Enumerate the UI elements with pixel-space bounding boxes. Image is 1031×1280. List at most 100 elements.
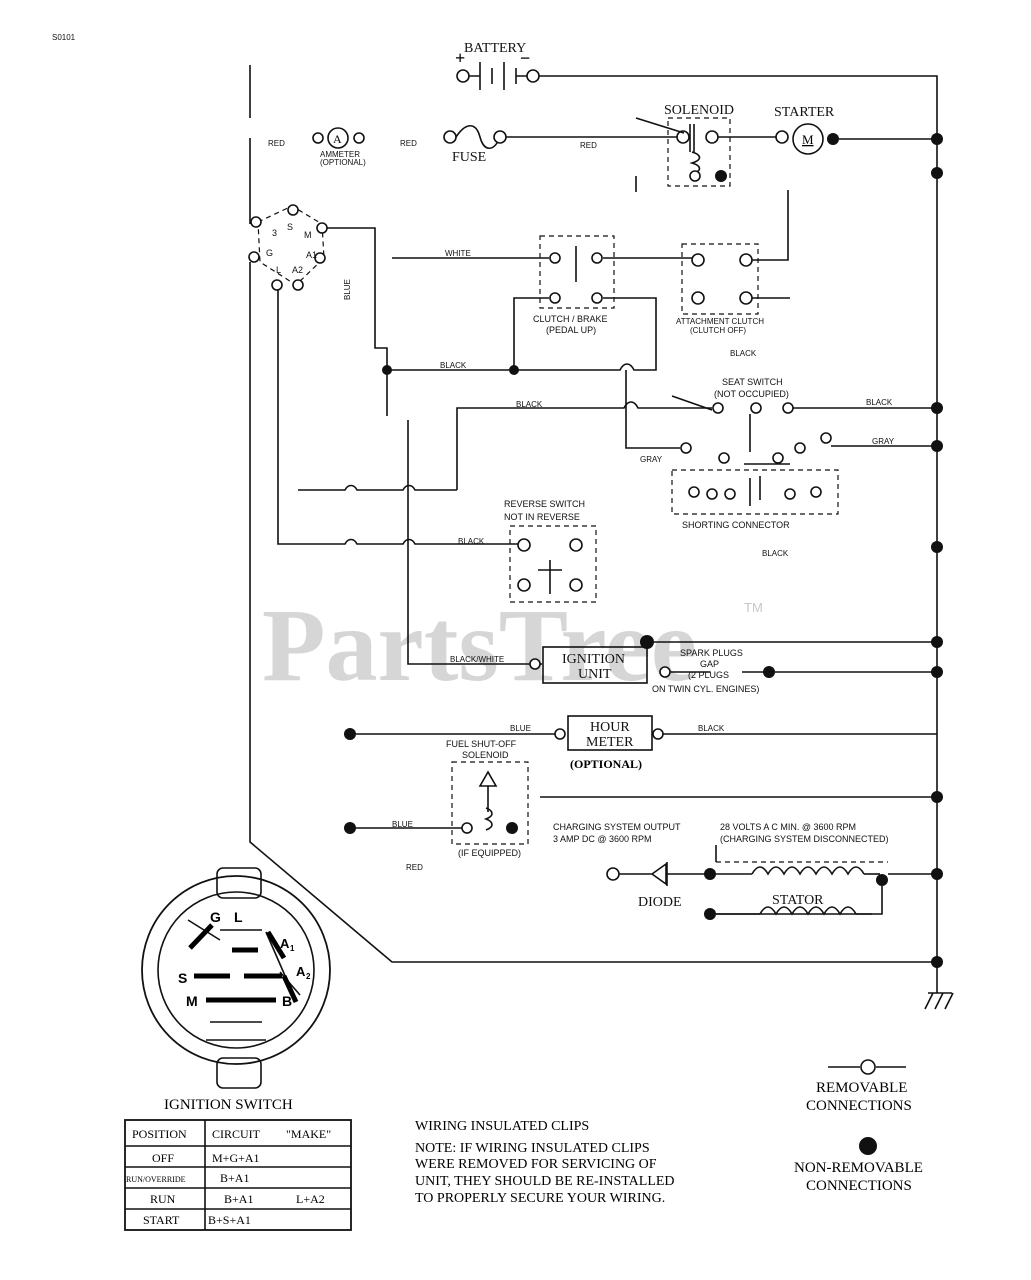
legend-removable: REMOVABLE (816, 1080, 907, 1096)
table-row-circuit: B+A1 (224, 1192, 253, 1206)
wire-label-white: WHITE (445, 249, 471, 258)
battery-minus: − (520, 48, 530, 68)
trademark: TM (744, 600, 763, 615)
spark-plugs-count: (2 PLUGS (688, 670, 729, 680)
starter-label: STARTER (774, 105, 835, 120)
note-title: WIRING INSULATED CLIPS (415, 1119, 589, 1134)
ammeter-symbol: A (333, 132, 342, 146)
clutch-state: (PEDAL UP) (546, 325, 596, 335)
face-m-label: M (186, 993, 198, 1009)
starter-motor-symbol: M (802, 132, 814, 147)
volts-note: (CHARGING SYSTEM DISCONNECTED) (720, 834, 889, 844)
wiring-clips-note: WIRING INSULATED CLIPS NOTE: IF WIRING I… (415, 1119, 675, 1206)
wire-label-black-attach: BLACK (730, 349, 757, 358)
fuel-solenoid-label: FUEL SHUT-OFF (446, 739, 517, 749)
spark-plugs-gap: GAP (700, 659, 719, 669)
battery-positive-terminal (456, 69, 470, 83)
stator-label: STATOR (772, 893, 824, 908)
seat-switch-state: (NOT OCCUPIED) (714, 389, 789, 399)
starter-motor: STARTER M (774, 105, 937, 155)
volts-label: 28 VOLTS A C MIN. @ 3600 RPM (720, 822, 856, 832)
spark-plugs-note: ON TWIN CYL. ENGINES) (652, 684, 759, 694)
ignition-switch-table: POSITION CIRCUIT "MAKE" OFF M+G+A1 RUN/O… (124, 1119, 352, 1231)
wire-label-black-reverse: BLACK (458, 537, 485, 546)
terminal-s-label: S (287, 222, 293, 232)
face-l-label: L (234, 909, 243, 925)
wire-label-gray-seat: GRAY (872, 437, 895, 446)
table-row-circuit: M+G+A1 (212, 1151, 260, 1165)
hour-meter: BLUE HOUR METER BLACK (OPTIONAL) (344, 715, 937, 771)
wire-label-black-hour: BLACK (698, 724, 725, 733)
wire-label-blue-vertical: BLUE (343, 279, 352, 300)
fuse: RED FUSE RED (400, 124, 682, 165)
fuel-solenoid-label-2: SOLENOID (462, 750, 509, 760)
battery: BATTERY + − (455, 41, 540, 90)
terminal-g-label: G (266, 248, 273, 258)
ignition-switch-title: IGNITION SWITCH (164, 1097, 293, 1113)
face-a1-label: A (280, 936, 290, 951)
table-header-make: "MAKE" (286, 1127, 331, 1141)
spark-plugs-label: SPARK PLUGS (680, 648, 743, 658)
reverse-switch-state: NOT IN REVERSE (504, 512, 580, 522)
note-line-4: TO PROPERLY SECURE YOUR WIRING. (415, 1191, 665, 1206)
wire-label-black-seat: BLACK (866, 398, 893, 407)
table-row-circuit-extra: L+A2 (296, 1192, 325, 1206)
removable-connection-symbol (860, 1059, 876, 1075)
table-row-position: START (143, 1213, 180, 1227)
terminal-m-label: M (304, 230, 312, 240)
fuse-label: FUSE (452, 150, 486, 165)
terminal-a1-label: A1 (306, 250, 317, 260)
diode-label: DIODE (638, 895, 682, 910)
hour-meter-optional: (OPTIONAL) (570, 757, 642, 771)
wire-label-blue-hour: BLUE (510, 724, 531, 733)
clutch-brake-switch: CLUTCH / BRAKE (PEDAL UP) (533, 235, 615, 335)
terminal-3-label: 3 (272, 228, 277, 238)
reverse-switch: REVERSE SWITCH NOT IN REVERSE BLACK (458, 499, 597, 603)
attachment-clutch-switch: ATTACHMENT CLUTCH (CLUTCH OFF) BLACK (676, 243, 764, 358)
ammeter-label: AMMETER (320, 150, 360, 159)
note-line-3: UNIT, THEY SHOULD BE RE-INSTALLED (415, 1174, 675, 1189)
clutch-label: CLUTCH / BRAKE (533, 314, 608, 324)
face-s-label: S (178, 970, 187, 986)
table-row-circuit: B+A1 (220, 1171, 249, 1185)
solenoid: SOLENOID (635, 103, 776, 192)
charging-system: CHARGING SYSTEM OUTPUT 3 AMP DC @ 3600 R… (553, 822, 937, 920)
shorting-connector: SHORTING CONNECTOR BLACK (671, 469, 839, 558)
face-b-label: B (282, 993, 292, 1009)
table-header-position: POSITION (132, 1127, 187, 1141)
terminal-a2-label: A2 (292, 265, 303, 275)
wire-label-gray-lower: GRAY (640, 455, 663, 464)
attachment-clutch-state: (CLUTCH OFF) (690, 326, 746, 335)
ignition-unit-label-2: UNIT (578, 667, 612, 682)
battery-negative-terminal (526, 69, 540, 83)
ammeter-optional: (OPTIONAL) (320, 158, 366, 167)
face-a2-subscript: 2 (306, 972, 311, 981)
watermark: PartsTree (262, 588, 697, 703)
doc-code: S0101 (52, 33, 76, 42)
wire-label-red-left: RED (268, 139, 285, 148)
face-a1-subscript: 1 (290, 944, 295, 953)
face-a2-label: A (296, 964, 306, 979)
ammeter: RED A AMMETER (OPTIONAL) (268, 127, 366, 167)
note-line-1: NOTE: IF WIRING INSULATED CLIPS (415, 1141, 650, 1156)
hour-meter-label: HOUR (590, 720, 630, 735)
terminal-l-label: L (276, 265, 281, 275)
legend-nonremovable: NON-REMOVABLE (794, 1160, 923, 1176)
note-line-2: WERE REMOVED FOR SERVICING OF (415, 1157, 657, 1172)
wire-label-black-2: BLACK (516, 400, 543, 409)
battery-plus: + (455, 48, 465, 68)
table-row-circuit: B+S+A1 (208, 1213, 251, 1227)
charging-output-spec: 3 AMP DC @ 3600 RPM (553, 834, 652, 844)
ignition-unit: BLACK/WHITE IGNITION UNIT SPARK PLUGS GA… (450, 635, 937, 694)
legend-nonremovable-2: CONNECTIONS (806, 1178, 912, 1194)
ignition-switch-face: G L A 1 A 2 S M B (141, 867, 331, 1089)
wire-label-red-right: RED (580, 141, 597, 150)
solenoid-label: SOLENOID (664, 103, 734, 118)
ignition-unit-label: IGNITION (562, 652, 625, 667)
wire-label-black-white: BLACK/WHITE (450, 655, 504, 664)
wire-label-red-fuel: RED (406, 863, 423, 872)
fuel-shutoff-solenoid: FUEL SHUT-OFF SOLENOID BLUE (IF EQUIPPED… (344, 739, 529, 872)
attachment-clutch-label: ATTACHMENT CLUTCH (676, 317, 764, 326)
